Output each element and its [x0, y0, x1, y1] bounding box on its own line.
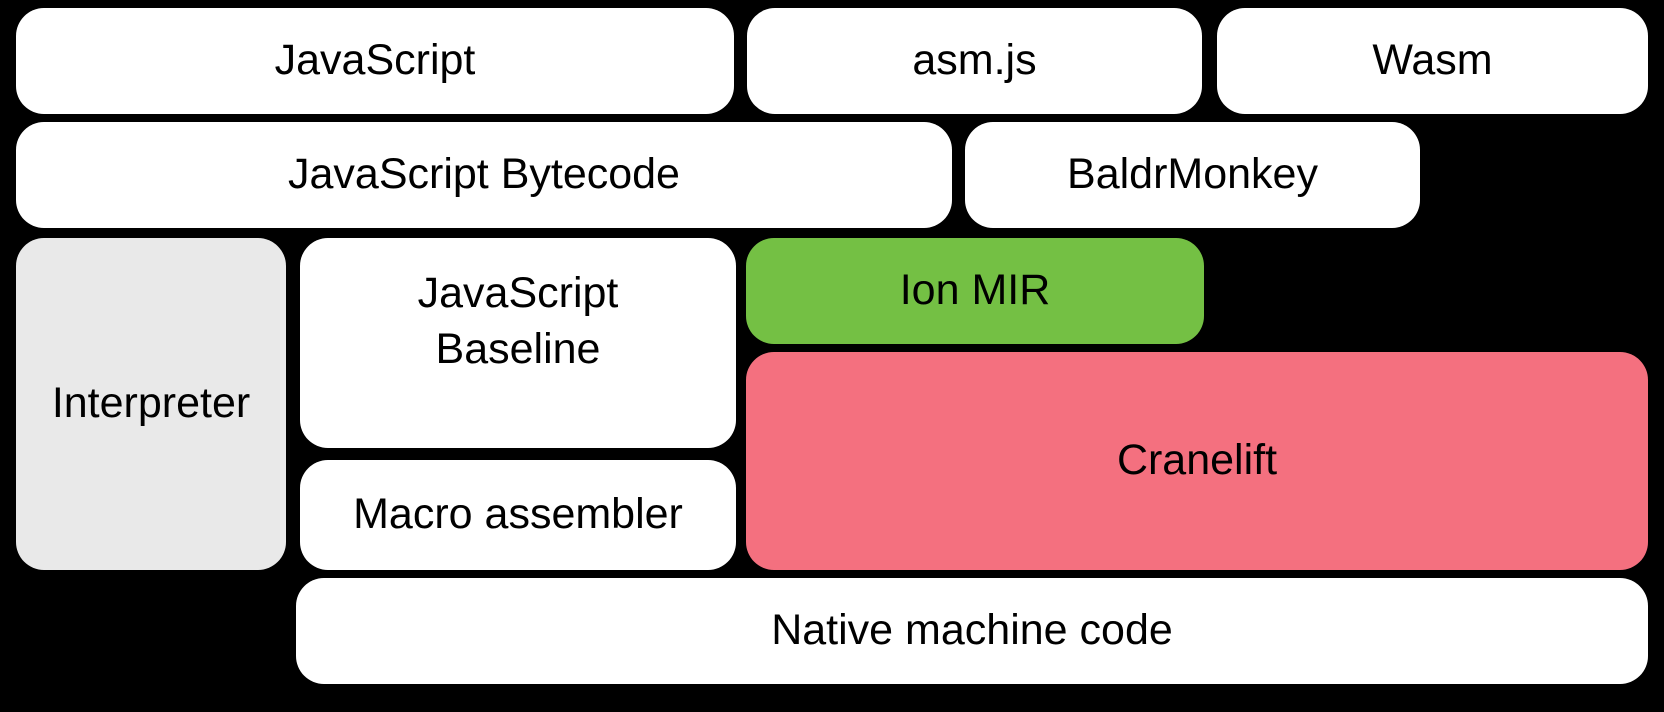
box-javascript-baseline-label-line1: JavaScript — [417, 269, 619, 318]
box-macro-assembler: Macro assembler — [300, 460, 736, 570]
box-javascript-bytecode-label: JavaScript Bytecode — [288, 150, 680, 199]
box-baldrmonkey: BaldrMonkey — [965, 122, 1420, 228]
box-wasm: Wasm — [1217, 8, 1648, 114]
box-javascript-label: JavaScript — [274, 36, 476, 85]
box-native-machine-code-label: Native machine code — [771, 606, 1173, 655]
box-javascript-baseline-label-line2: Baseline — [435, 325, 601, 373]
box-baldrmonkey-label: BaldrMonkey — [1067, 150, 1318, 199]
box-native-machine-code: Native machine code — [296, 578, 1648, 684]
box-javascript: JavaScript — [16, 8, 734, 114]
box-cranelift: Cranelift — [746, 352, 1648, 570]
box-asm-js: asm.js — [747, 8, 1202, 114]
box-ion-mir-label: Ion MIR — [899, 266, 1051, 315]
box-asm-js-label: asm.js — [912, 36, 1037, 85]
box-javascript-baseline: JavaScript Baseline — [300, 238, 736, 448]
box-cranelift-label: Cranelift — [1116, 436, 1278, 485]
box-macro-assembler-label: Macro assembler — [353, 490, 683, 539]
box-ion-mir: Ion MIR — [746, 238, 1204, 344]
box-interpreter-label: Interpreter — [51, 379, 251, 428]
box-javascript-bytecode: JavaScript Bytecode — [16, 122, 952, 228]
box-wasm-label: Wasm — [1372, 36, 1493, 85]
box-interpreter: Interpreter — [16, 238, 286, 570]
